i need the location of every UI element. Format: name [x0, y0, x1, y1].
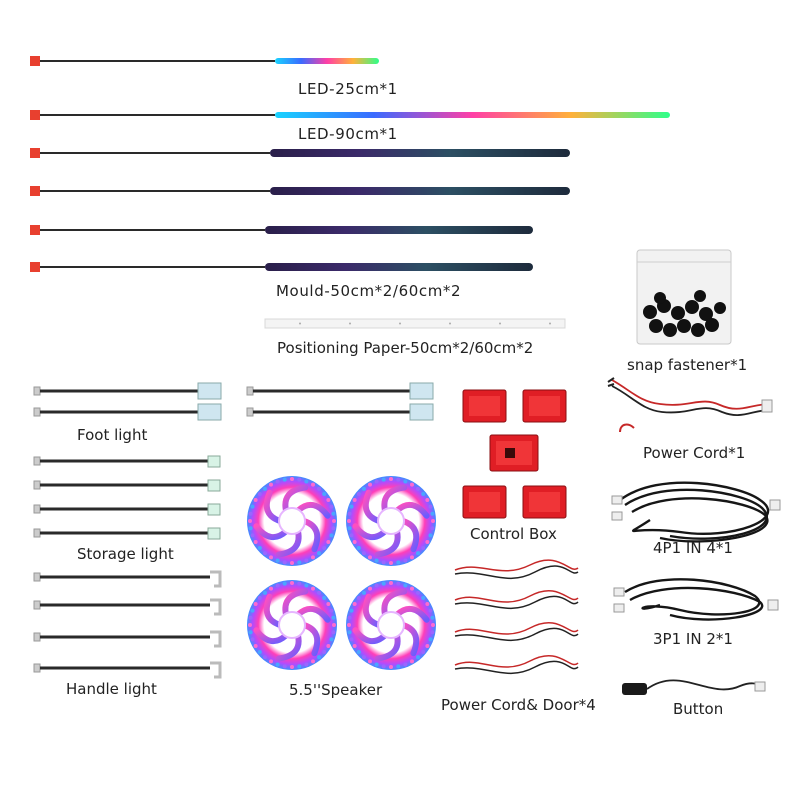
label-positioning-paper: Positioning Paper-50cm*2/60cm*2: [277, 339, 534, 357]
label-control-box: Control Box: [470, 525, 557, 543]
red-connector-icon: [30, 225, 40, 235]
control-box-group: [462, 389, 567, 519]
red-connector-icon: [30, 148, 40, 158]
red-connector-icon: [30, 186, 40, 196]
label-foot-light: Foot light: [77, 426, 148, 444]
red-connector-icon: [30, 110, 40, 120]
foot-light-cable-3: [246, 382, 434, 400]
storage-light-cable-1: [33, 455, 221, 468]
label-led-25cm: LED-25cm*1: [298, 80, 398, 98]
label-power-cord-door: Power Cord& Door*4: [441, 696, 596, 714]
label-4p1-in-4: 4P1 IN 4*1: [653, 539, 733, 557]
label-power-cord: Power Cord*1: [643, 444, 746, 462]
led-25cm-strip: [30, 56, 379, 66]
speaker-ring-icon: [247, 580, 337, 670]
mould-strip-2: [30, 186, 570, 196]
power-cord: [607, 377, 773, 433]
label-speaker: 5.5''Speaker: [289, 681, 383, 699]
mould-strip-4: [30, 262, 533, 272]
storage-light-cable-4: [33, 527, 221, 540]
label-3p1-in-2: 3P1 IN 2*1: [653, 630, 733, 648]
handle-light-cable-2: [33, 598, 222, 616]
push-button-icon: [622, 679, 766, 695]
red-connector-icon: [30, 56, 40, 66]
cable-4p1-in-4: [611, 481, 781, 543]
label-storage-light: Storage light: [77, 545, 174, 563]
speaker-ring-icon: [346, 580, 436, 670]
speakers-group: [247, 476, 436, 670]
speaker-ring-icon: [346, 476, 436, 566]
snap-fastener-bag-icon: [636, 249, 732, 345]
handle-light-cable-3: [33, 630, 222, 648]
handle-light-cable-4: [33, 661, 222, 679]
label-led-90cm: LED-90cm*1: [298, 125, 398, 143]
positioning-paper: [264, 318, 566, 329]
label-mould: Mould-50cm*2/60cm*2: [276, 282, 462, 300]
cable-3p1-in-2: [613, 578, 779, 621]
storage-light-cable-2: [33, 479, 221, 492]
led-90cm-strip: [30, 110, 670, 120]
storage-light-cable-3: [33, 503, 221, 516]
mould-strip-3: [30, 225, 533, 235]
label-snap-fastener: snap fastener*1: [627, 356, 748, 374]
red-connector-icon: [30, 262, 40, 272]
handle-light-cable-1: [33, 570, 222, 588]
foot-light-cable-4: [246, 403, 434, 421]
mould-strip-1: [30, 148, 570, 158]
speaker-ring-icon: [247, 476, 337, 566]
label-handle-light: Handle light: [66, 680, 157, 698]
power-cord-door-wires: [454, 559, 579, 675]
label-button: Button: [673, 700, 724, 718]
foot-light-cable-2: [33, 403, 222, 421]
foot-light-cable-1: [33, 382, 222, 400]
